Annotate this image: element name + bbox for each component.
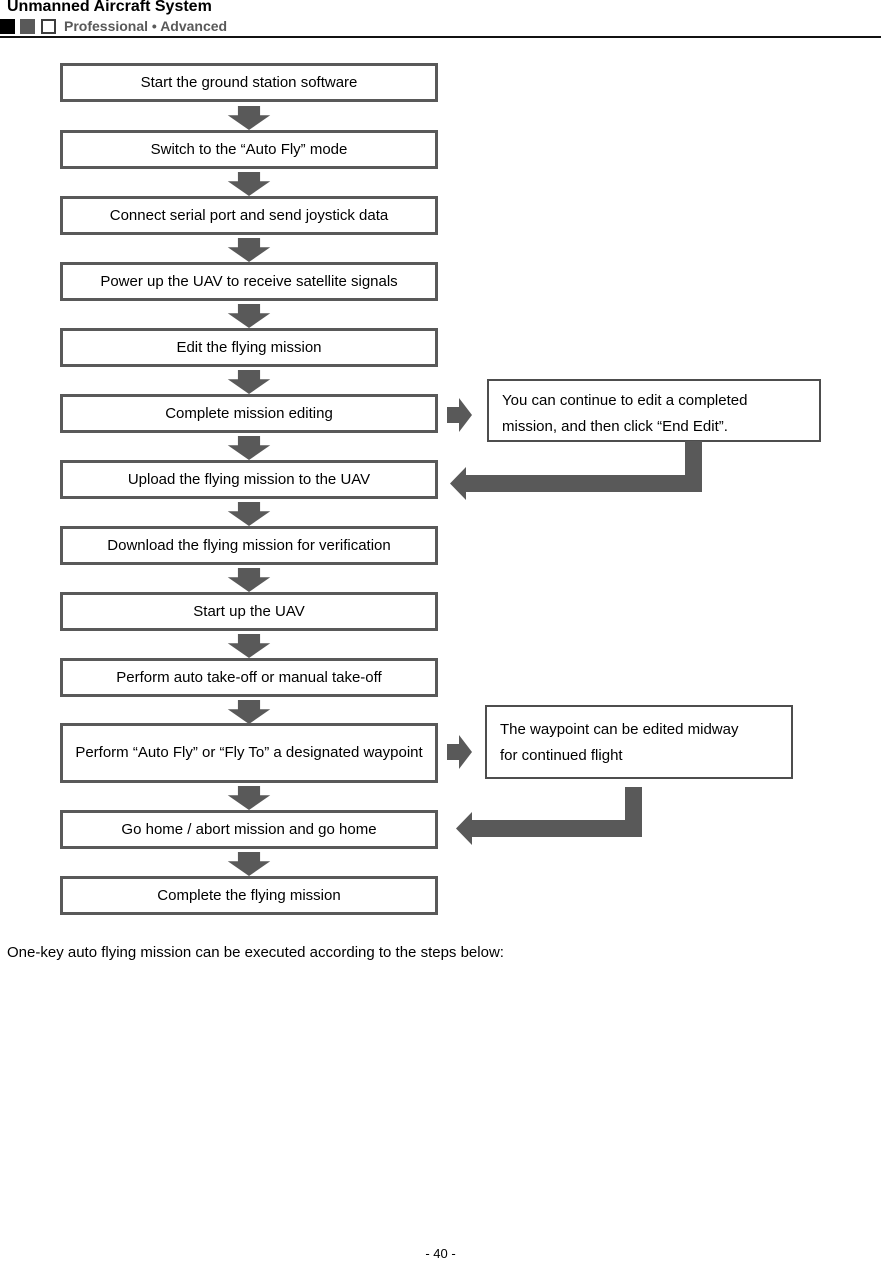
flow-step-2: Switch to the “Auto Fly” mode [60,130,438,169]
header-divider [0,36,881,38]
page-title: Unmanned Aircraft System [7,0,212,15]
logo-square-gray-icon [20,18,35,34]
logo-square-black-icon [0,18,15,34]
flow-down-arrow-icon [227,370,271,394]
flow-step-label: Start up the UAV [193,602,305,620]
flow-step-11: Perform “Auto Fly” or “Fly To” a designa… [60,723,438,783]
logo-square-white-icon [41,18,56,34]
flow-step-10: Perform auto take-off or manual take-off [60,658,438,697]
header-subtitle: Professional • Advanced [64,18,228,34]
flow-down-arrow-icon [227,502,271,526]
flow-step-label: Power up the UAV to receive satellite si… [100,272,398,290]
note-line: You can continue to edit a completed [502,392,748,409]
flow-step-label: Go home / abort mission and go home [121,820,377,838]
flow-down-arrow-icon [227,238,271,262]
flow-step-label: Edit the flying mission [176,338,322,356]
flow-step-label: Connect serial port and send joystick da… [109,206,389,224]
flow-step-label: Perform auto take-off or manual take-off [116,668,382,686]
note-pointer-right-arrow-icon [447,735,472,769]
note-line: The waypoint can be edited midway [500,721,739,738]
flow-step-1: Start the ground station software [60,63,438,102]
note-box-edit-mission: You can continue to edit a completed mis… [487,379,821,442]
flow-step-6: Complete mission editing [60,394,438,433]
flow-down-arrow-icon [227,700,271,724]
flow-step-label: Perform “Auto Fly” or “Fly To” a designa… [75,744,423,761]
flow-down-arrow-icon [227,436,271,460]
flow-step-4: Power up the UAV to receive satellite si… [60,262,438,301]
brand-row: Professional • Advanced [0,18,227,34]
flow-down-arrow-icon [227,634,271,658]
flow-step-label: Complete the flying mission [157,886,341,904]
flow-down-arrow-icon [227,304,271,328]
flow-step-label: Switch to the “Auto Fly” mode [150,140,348,158]
page-number: - 40 - [425,1246,456,1261]
flow-step-7: Upload the flying mission to the UAV [60,460,438,499]
flow-step-5: Edit the flying mission [60,328,438,367]
note-line: mission, and then click “End Edit”. [502,418,728,435]
flow-step-label: Complete mission editing [165,404,333,422]
feedback-elbow-arrow-icon [456,787,642,845]
note-box-waypoint: The waypoint can be edited midway for co… [485,705,793,779]
flow-step-3: Connect serial port and send joystick da… [60,196,438,235]
flow-step-label: Start the ground station software [140,73,358,91]
flow-step-13: Complete the flying mission [60,876,438,915]
note-line: for continued flight [500,747,623,764]
feedback-elbow-arrow-icon [450,441,702,500]
flow-down-arrow-icon [227,786,271,810]
body-text: One-key auto flying mission can be execu… [7,944,504,961]
flow-down-arrow-icon [227,852,271,876]
flow-step-label: Download the flying mission for verifica… [107,536,391,554]
flow-step-8: Download the flying mission for verifica… [60,526,438,565]
flow-step-9: Start up the UAV [60,592,438,631]
note-pointer-right-arrow-icon [447,398,472,432]
flow-step-label: Upload the flying mission to the UAV [127,470,371,488]
flow-down-arrow-icon [227,568,271,592]
flow-step-12: Go home / abort mission and go home [60,810,438,849]
flow-down-arrow-icon [227,172,271,196]
flow-down-arrow-icon [227,106,271,130]
